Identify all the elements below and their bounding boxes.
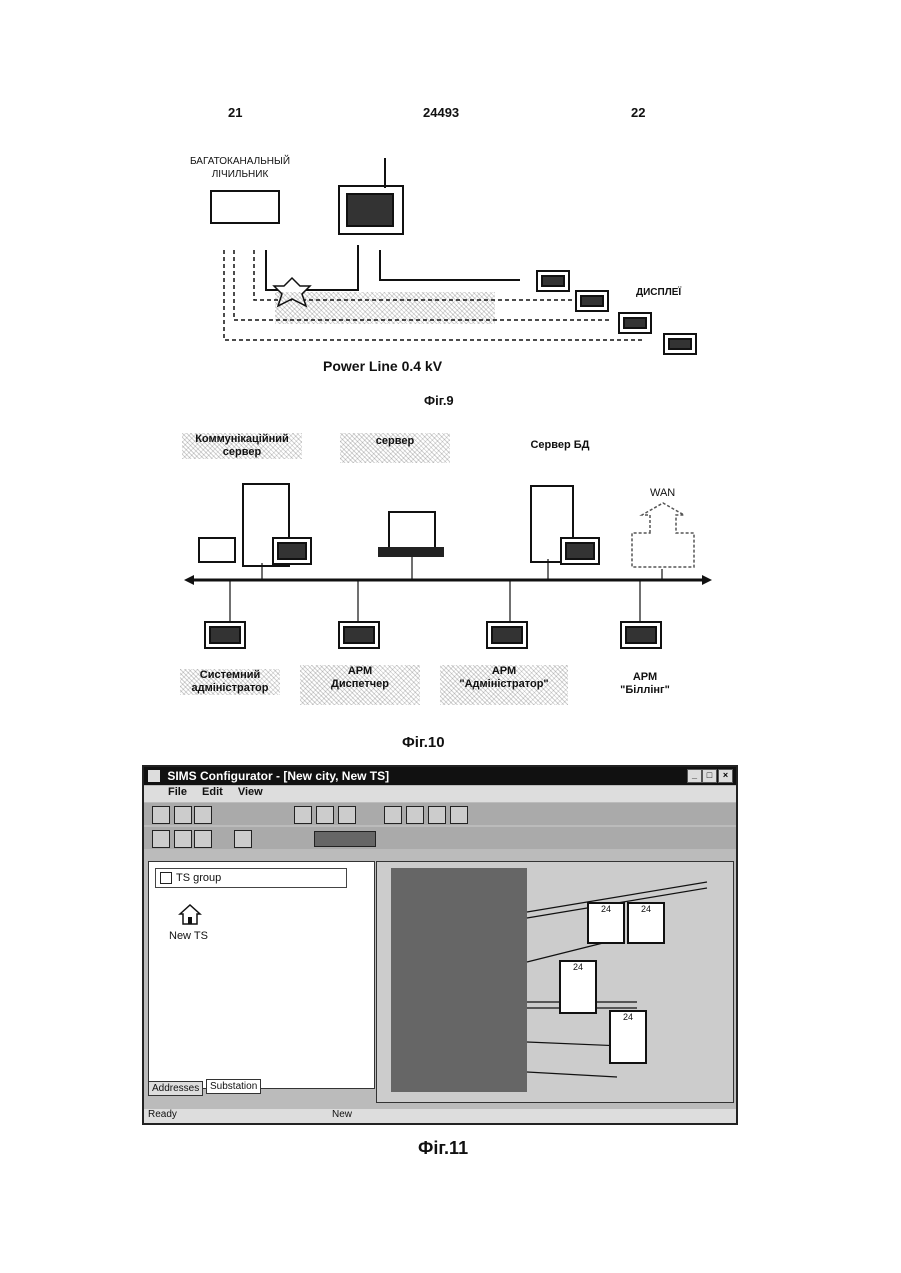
node-3-label: 24 bbox=[573, 962, 583, 972]
ws4-label-line1: АРМ bbox=[600, 671, 690, 684]
tool-icon-3[interactable] bbox=[338, 806, 356, 824]
app-icon bbox=[148, 770, 160, 782]
document-number: 24493 bbox=[423, 105, 459, 120]
status-new: New bbox=[332, 1109, 352, 1120]
zoom-combo[interactable] bbox=[314, 831, 376, 847]
close-icon[interactable]: × bbox=[718, 769, 733, 783]
tool-icon-4[interactable] bbox=[406, 806, 424, 824]
node-1[interactable]: 24 bbox=[587, 902, 625, 944]
status-ready: Ready bbox=[148, 1109, 177, 1120]
zoom-in-icon[interactable] bbox=[174, 830, 192, 848]
power-line-label: Power Line 0.4 kV bbox=[323, 358, 442, 374]
save-icon[interactable] bbox=[194, 806, 212, 824]
page-number-right: 22 bbox=[631, 105, 645, 120]
figure-9: БАГАТОКАНАЛЬНЫЙ ЛІЧИЛЬНИК ДИСПЛЕЇ Power … bbox=[180, 140, 710, 410]
tree-item-new-ts[interactable]: New TS bbox=[169, 930, 208, 942]
folder-icon bbox=[160, 872, 172, 884]
diagram-links bbox=[377, 862, 733, 1102]
warning-icon[interactable] bbox=[384, 806, 402, 824]
fig11-caption: Фіг.11 bbox=[418, 1138, 468, 1159]
menu-edit[interactable]: Edit bbox=[202, 786, 223, 798]
node-1-label: 24 bbox=[601, 904, 611, 914]
menu-view[interactable]: View bbox=[238, 786, 263, 798]
tool-icon-1[interactable] bbox=[294, 806, 312, 824]
title-bar: SIMS Configurator - [New city, New TS] _… bbox=[144, 767, 736, 785]
display-3 bbox=[618, 312, 652, 334]
page-number-left: 21 bbox=[228, 105, 242, 120]
zoom-out-icon[interactable] bbox=[194, 830, 212, 848]
displays-label: ДИСПЛЕЇ bbox=[636, 287, 681, 298]
figure-10: Коммунікаційний сервер сервер Сервер БД … bbox=[180, 425, 720, 725]
power-line-noise bbox=[275, 292, 495, 324]
ws4-label: АРМ "Біллінг" bbox=[600, 671, 690, 697]
tab-substation[interactable]: Substation bbox=[206, 1079, 261, 1094]
tool-icon-7[interactable] bbox=[234, 830, 252, 848]
status-bar: Ready New bbox=[144, 1109, 736, 1123]
node-4-label: 24 bbox=[623, 1012, 633, 1022]
open-icon[interactable] bbox=[174, 806, 192, 824]
ws2-label-line1: АРМ bbox=[300, 665, 420, 678]
tab-addresses[interactable]: Addresses bbox=[148, 1081, 203, 1096]
menu-bar: File Edit View bbox=[144, 786, 736, 802]
display-4 bbox=[663, 333, 697, 355]
toolbar-1 bbox=[144, 803, 736, 825]
workstation-1 bbox=[204, 621, 246, 649]
new-file-icon[interactable] bbox=[152, 806, 170, 824]
tree-panel: TS group New TS bbox=[148, 861, 375, 1089]
ws2-label: АРМ Диспетчер bbox=[300, 665, 420, 705]
toolbar-2 bbox=[144, 827, 736, 849]
node-2[interactable]: 24 bbox=[627, 902, 665, 944]
ws4-label-line2: "Біллінг" bbox=[600, 684, 690, 697]
node-2-label: 24 bbox=[641, 904, 651, 914]
tool-icon-2[interactable] bbox=[316, 806, 334, 824]
minimize-icon[interactable]: _ bbox=[687, 769, 702, 783]
fig9-caption: Фіг.9 bbox=[424, 393, 454, 408]
ws3-label-line1: АРМ bbox=[440, 665, 568, 678]
tool-icon-6[interactable] bbox=[450, 806, 468, 824]
node-4[interactable]: 24 bbox=[609, 1010, 647, 1064]
properties-icon[interactable] bbox=[152, 830, 170, 848]
workstation-4 bbox=[620, 621, 662, 649]
fig10-caption: Фіг.10 bbox=[402, 734, 445, 751]
tree-combo[interactable]: TS group bbox=[155, 868, 347, 888]
ws1-label-line2: адміністратор bbox=[180, 682, 280, 695]
node-3[interactable]: 24 bbox=[559, 960, 597, 1014]
tree-root-label: TS group bbox=[176, 872, 221, 884]
display-1 bbox=[536, 270, 570, 292]
fig9-lines bbox=[180, 140, 710, 410]
display-2 bbox=[575, 290, 609, 312]
tool-icon-5[interactable] bbox=[428, 806, 446, 824]
window-title: SIMS Configurator - [New city, New TS] bbox=[167, 769, 389, 783]
diagram-canvas[interactable]: 24 24 24 24 bbox=[376, 861, 734, 1103]
sims-configurator-window: SIMS Configurator - [New city, New TS] _… bbox=[142, 765, 738, 1125]
maximize-icon[interactable]: □ bbox=[702, 769, 717, 783]
ws1-label: Системний адміністратор bbox=[180, 669, 280, 695]
workstation-2 bbox=[338, 621, 380, 649]
ws3-label: АРМ "Адміністратор" bbox=[440, 665, 568, 705]
ws3-label-line2: "Адміністратор" bbox=[440, 678, 568, 691]
workstation-3 bbox=[486, 621, 528, 649]
lan-bus bbox=[180, 425, 720, 645]
ws1-label-line1: Системний bbox=[180, 669, 280, 682]
menu-file[interactable]: File bbox=[168, 786, 187, 798]
ws2-label-line2: Диспетчер bbox=[300, 678, 420, 691]
house-icon[interactable] bbox=[177, 902, 203, 926]
